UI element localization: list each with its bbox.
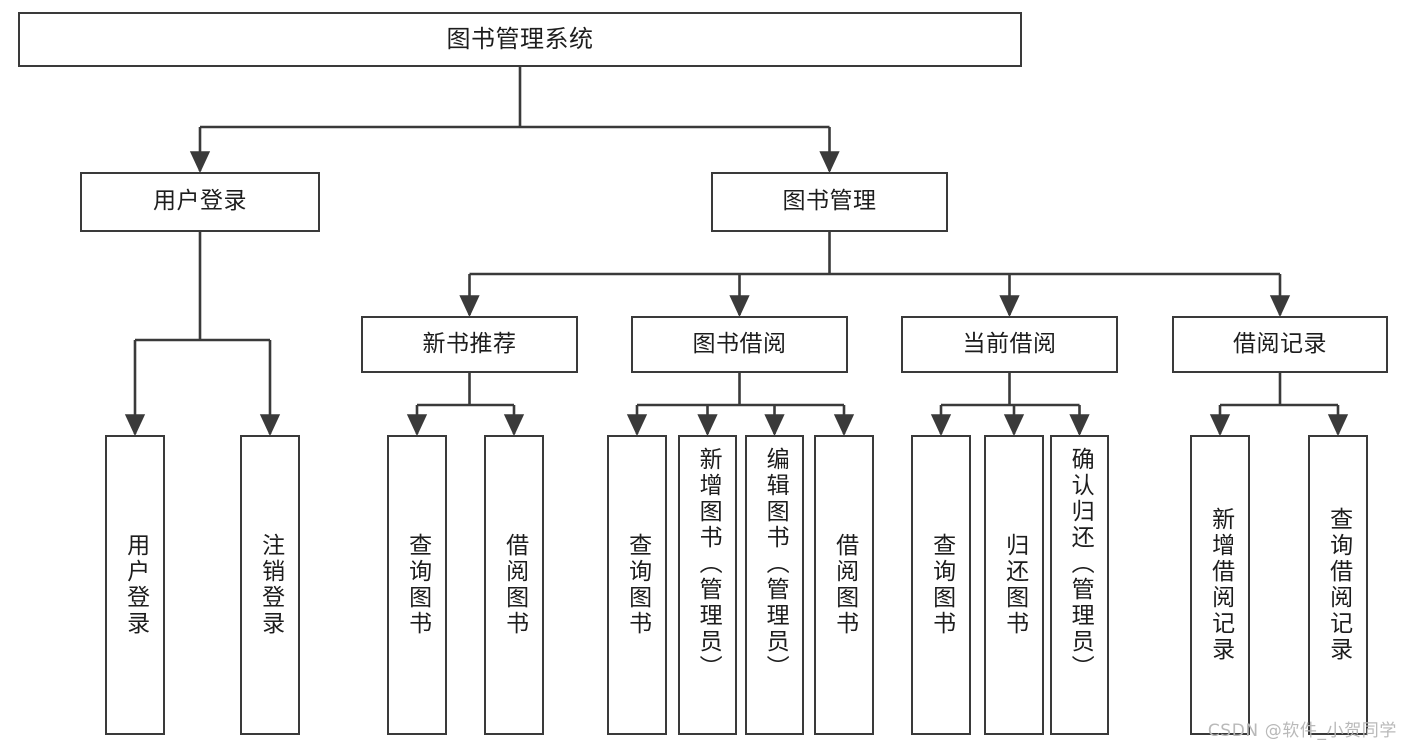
node-current-borrow[interactable]: 当前借阅 [901, 316, 1118, 373]
node-leaf-user-logout[interactable]: 注销登录 [240, 435, 300, 735]
node-leaf-query-book-1-label: 查询图书 [404, 533, 431, 637]
node-leaf-borrow-book-1[interactable]: 借阅图书 [484, 435, 544, 735]
node-user-login-label: 用户登录 [153, 188, 247, 215]
node-new-book-recommend[interactable]: 新书推荐 [361, 316, 578, 373]
node-leaf-return-book-label: 归还图书 [1001, 533, 1028, 637]
node-borrow-record[interactable]: 借阅记录 [1172, 316, 1388, 373]
node-leaf-confirm-return-label: 确认归还（管理员） [1067, 447, 1094, 681]
node-leaf-query-book-2-label: 查询图书 [624, 533, 651, 637]
node-leaf-query-book-3-label: 查询图书 [928, 533, 955, 637]
node-leaf-borrow-book-1-label: 借阅图书 [501, 533, 528, 637]
node-leaf-query-record[interactable]: 查询借阅记录 [1308, 435, 1368, 735]
node-root-label: 图书管理系统 [446, 25, 594, 54]
node-leaf-query-book-2[interactable]: 查询图书 [607, 435, 667, 735]
node-borrow-record-label: 借阅记录 [1233, 330, 1327, 357]
node-leaf-add-record-label: 新增借阅记录 [1207, 507, 1234, 663]
node-leaf-borrow-book-2-label: 借阅图书 [831, 533, 858, 637]
node-current-borrow-label: 当前借阅 [962, 330, 1057, 357]
node-leaf-add-book[interactable]: 新增图书（管理员） [678, 435, 737, 735]
node-leaf-confirm-return[interactable]: 确认归还（管理员） [1050, 435, 1109, 735]
node-leaf-borrow-book-2[interactable]: 借阅图书 [814, 435, 874, 735]
node-leaf-return-book[interactable]: 归还图书 [984, 435, 1044, 735]
node-user-login[interactable]: 用户登录 [80, 172, 320, 232]
node-leaf-add-record[interactable]: 新增借阅记录 [1190, 435, 1250, 735]
node-leaf-query-book-3[interactable]: 查询图书 [911, 435, 971, 735]
node-leaf-user-login-label: 用户登录 [122, 533, 149, 637]
node-leaf-add-book-label: 新增图书（管理员） [695, 447, 722, 681]
node-leaf-query-record-label: 查询借阅记录 [1325, 507, 1352, 663]
node-new-book-recommend-label: 新书推荐 [422, 330, 517, 357]
node-root[interactable]: 图书管理系统 [18, 12, 1022, 67]
node-book-borrow[interactable]: 图书借阅 [631, 316, 848, 373]
node-leaf-edit-book[interactable]: 编辑图书（管理员） [745, 435, 804, 735]
node-book-manage-label: 图书管理 [782, 188, 877, 215]
node-book-manage[interactable]: 图书管理 [711, 172, 948, 232]
node-leaf-user-logout-label: 注销登录 [257, 533, 284, 637]
node-leaf-user-login[interactable]: 用户登录 [105, 435, 165, 735]
node-leaf-query-book-1[interactable]: 查询图书 [387, 435, 447, 735]
node-book-borrow-label: 图书借阅 [692, 330, 787, 357]
node-leaf-edit-book-label: 编辑图书（管理员） [762, 447, 789, 681]
